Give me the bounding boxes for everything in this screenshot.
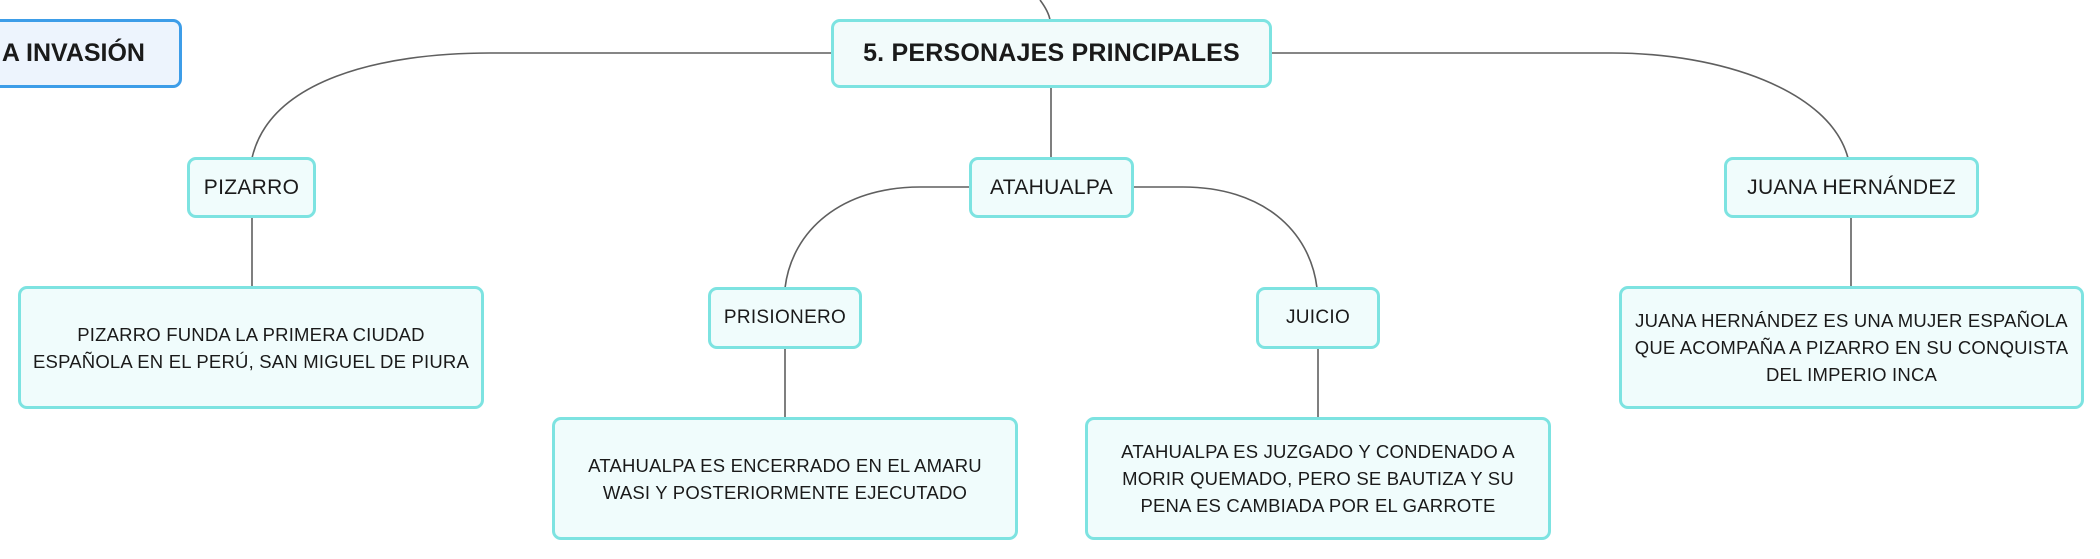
node-atahualpa-label: ATAHUALPA — [990, 175, 1113, 199]
node-juana-description[interactable]: JUANA HERNÁNDEZ ES UNA MUJER ESPAÑOLA QU… — [1619, 286, 2084, 409]
topic-node-invasion[interactable]: A INVASIÓN — [0, 19, 182, 88]
connector-parent-to-central — [1039, 0, 1051, 21]
node-pizarro-label: PIZARRO — [203, 175, 300, 199]
connector-atahualpa-to-juicio — [1134, 186, 1318, 289]
node-prisionero-description[interactable]: ATAHUALPA ES ENCERRADO EN EL AMARU WASI … — [552, 417, 1018, 540]
juana-description-text: JUANA HERNÁNDEZ ES UNA MUJER ESPAÑOLA QU… — [1634, 310, 2069, 385]
pizarro-description-text: PIZARRO FUNDA LA PRIMERA CIUDAD ESPAÑOLA… — [32, 323, 470, 372]
node-prisionero[interactable]: PRISIONERO — [708, 287, 862, 349]
node-juana-label: JUANA HERNÁNDEZ — [1747, 175, 1956, 199]
connector-atahualpa-to-prisionero — [784, 186, 969, 289]
central-node-personajes[interactable]: 5. PERSONAJES PRINCIPALES — [831, 19, 1272, 88]
node-juicio-description[interactable]: ATAHUALPA ES JUZGADO Y CONDENADO A MORIR… — [1085, 417, 1551, 540]
node-juicio-label: JUICIO — [1285, 307, 1351, 328]
node-juana-hernandez[interactable]: JUANA HERNÁNDEZ — [1724, 157, 1979, 218]
node-juicio[interactable]: JUICIO — [1256, 287, 1380, 349]
node-prisionero-label: PRISIONERO — [723, 307, 847, 328]
prisionero-description-text: ATAHUALPA ES ENCERRADO EN EL AMARU WASI … — [588, 454, 982, 503]
connector-central-to-pizarro — [251, 52, 831, 159]
node-atahualpa[interactable]: ATAHUALPA — [969, 157, 1134, 218]
juicio-description-text: ATAHUALPA ES JUZGADO Y CONDENADO A MORIR… — [1121, 441, 1515, 516]
connector-central-to-juana — [1272, 52, 1849, 159]
node-pizarro[interactable]: PIZARRO — [187, 157, 316, 218]
central-node-label: 5. PERSONAJES PRINCIPALES — [863, 39, 1240, 67]
topic-node-label: A INVASIÓN — [1, 39, 145, 67]
node-pizarro-description[interactable]: PIZARRO FUNDA LA PRIMERA CIUDAD ESPAÑOLA… — [18, 286, 484, 409]
